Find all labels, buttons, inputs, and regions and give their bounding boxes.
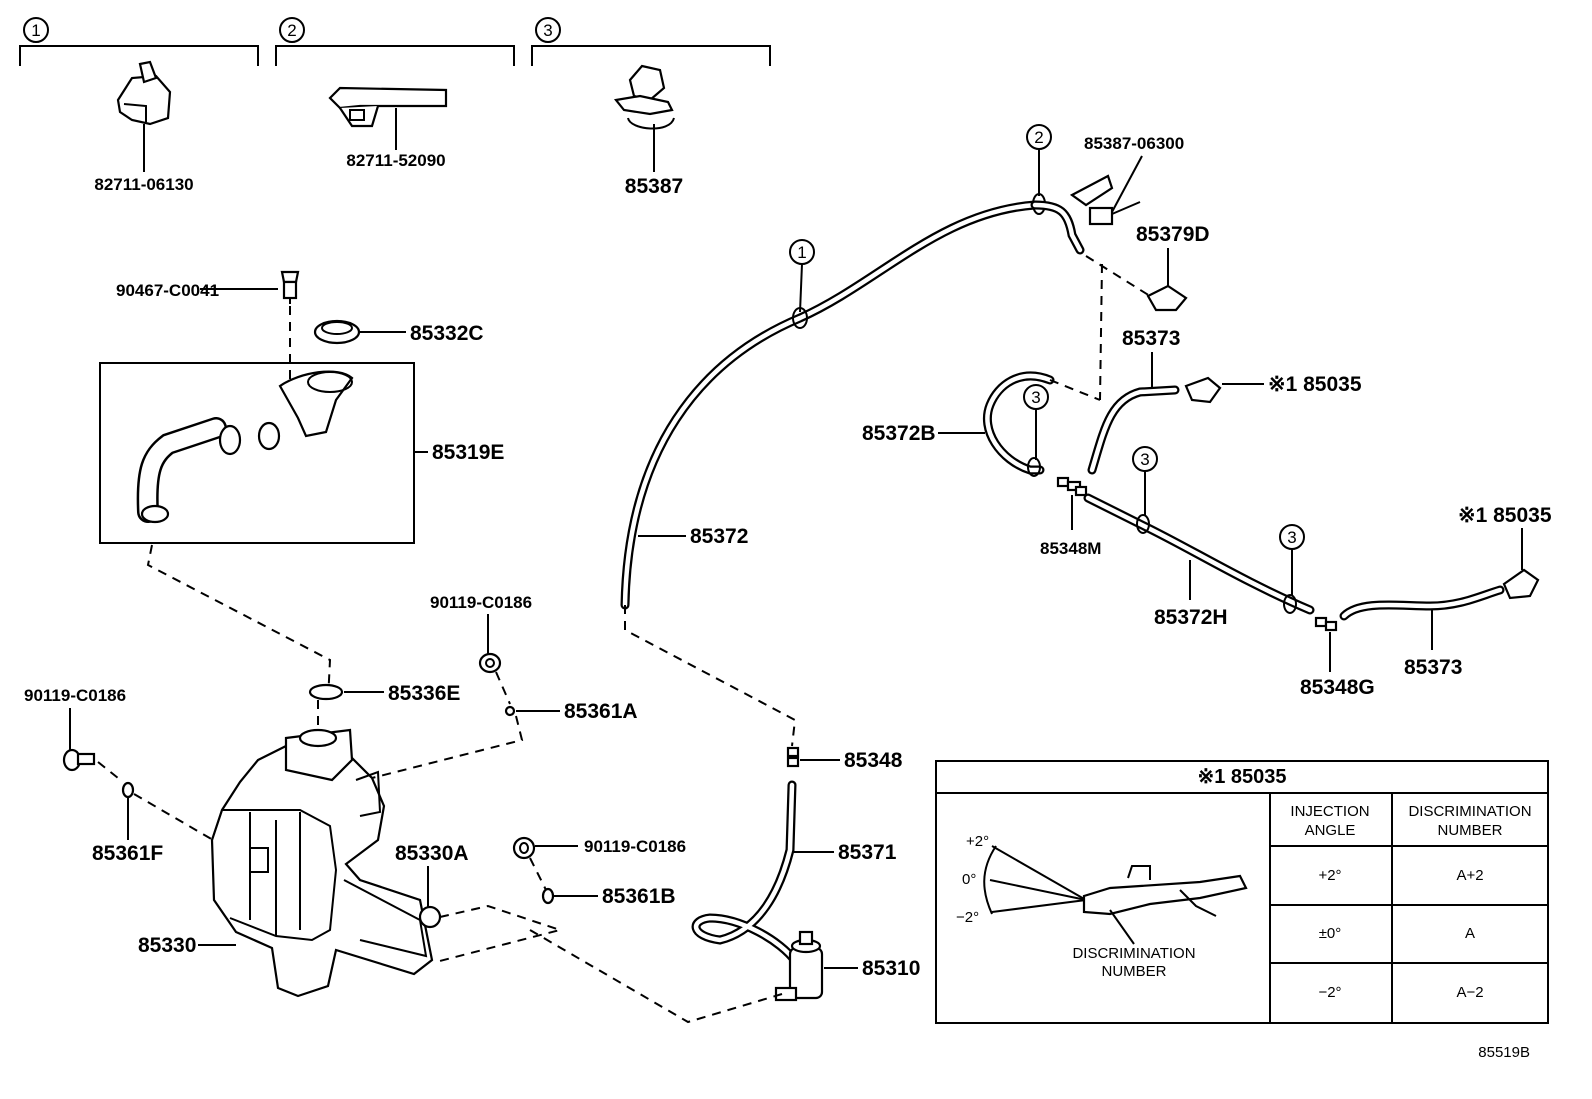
nozzle-85035-a [1184,376,1222,404]
part-label-85319e: 85319E [432,441,504,464]
clamp-3-a [1027,457,1041,477]
pump-85310 [774,930,824,1002]
part-label-90119-c0186-a: 90119-C0186 [430,593,532,612]
part-label-85348: 85348 [844,749,903,772]
part-label-85373-b: 85373 [1404,656,1462,679]
clamp-85387-icon [613,64,675,130]
clamp-3-b [1136,514,1150,534]
table-cell-disc: A−2 [1456,984,1483,1001]
part-label-90467-c0041: 90467-C0041 [116,281,219,300]
callout-3-c-number: 3 [1287,528,1296,547]
part-label-90119-c0186-b: 90119-C0186 [24,686,126,705]
callout-2-number: 2 [1034,128,1043,147]
col-header-injection-angle-l1: INJECTION [1290,803,1369,820]
clamp-group-2-number: 2 [287,21,296,40]
part-label-85361a: 85361A [564,700,638,723]
table-cell-disc: A+2 [1456,867,1483,884]
clamp-group-1-callout [23,17,49,43]
part-label-85371: 85371 [838,841,897,864]
gasket-85336e [308,683,344,701]
joint-85348g [1314,616,1338,632]
cap-85332c [313,319,361,345]
part-label-85330: 85330 [138,934,196,957]
part-label-85372: 85372 [690,525,748,548]
washer-tank-85330 [210,728,434,998]
clamp-group-3-number: 3 [543,21,552,40]
nozzle-angle-figure: +2° 0° −2° DISCRIMINATION NUMBER [956,833,1248,980]
part-label-85332c: 85332C [410,322,484,345]
part-label-85372b: 85372B [862,422,936,445]
part-label-85035-b: ※1 85035 [1458,504,1552,527]
figure-angle-zero: 0° [962,871,976,888]
part-label-85330a: 85330A [395,842,469,865]
nozzle-cap-85379d [1146,284,1188,312]
clamp-1-on-hose [792,307,808,329]
valve-85361f [121,781,135,799]
callout-3-a-number: 3 [1031,388,1040,407]
joint-85348 [786,746,800,768]
part-label-85310: 85310 [862,957,920,980]
grommet-90119-a [478,652,502,674]
clamp-82711-52090-icon [328,86,448,128]
part-label-85373-a: 85373 [1122,327,1180,350]
callout-3-b-number: 3 [1140,450,1149,469]
grommet-90119-b [62,748,96,772]
part-label-85035-a: ※1 85035 [1268,373,1362,396]
bolt-90467-c0041 [280,270,300,304]
col-header-discrimination-l2: NUMBER [1437,822,1502,839]
part-label-85348g: 85348G [1300,676,1375,699]
table-cell-angle: ±0° [1319,925,1342,942]
joint-85348m [1056,476,1088,497]
part-label-85387-06300: 85387-06300 [1084,134,1184,153]
part-label-90119-c0186-c: 90119-C0186 [584,837,686,856]
part-label-85336e: 85336E [388,682,460,705]
part-label-85348m: 85348M [1040,539,1101,558]
figure-angle-plus: +2° [966,833,989,850]
clamp-82711-06130-icon [116,60,172,126]
clamp-3-c [1283,594,1297,614]
figure-id: 85519B [1478,1044,1530,1061]
col-header-discrimination-l1: DISCRIMINATION [1408,803,1531,820]
figure-discrimination-label-l1: DISCRIMINATION [1072,945,1195,962]
part-label-82711-06130: 82711-06130 [94,175,193,194]
clamp-group-1-number: 1 [31,21,40,40]
table-title: ※1 85035 [1197,766,1286,788]
part-label-85361f: 85361F [92,842,163,865]
clamp-group-3-callout [535,17,561,43]
clamp-group-2: 2 82711-52090 [275,17,515,170]
part-label-82711-52090: 82711-52090 [346,151,445,170]
injection-angle-table: ※1 85035 INJECTION ANGLE DISCRIMINATION … [935,760,1549,1024]
part-label-85361b: 85361B [602,885,676,908]
nozzle-85035-b [1502,568,1540,600]
figure-discrimination-label-l2: NUMBER [1101,963,1166,980]
clip-85387-06300 [1088,201,1141,226]
table-cell-angle: +2° [1318,867,1341,884]
col-header-injection-angle-l2: ANGLE [1305,822,1356,839]
clamp-group-2-callout [279,17,305,43]
grommet-85330a [418,905,442,929]
part-label-85372h: 85372H [1154,606,1228,629]
table-cell-angle: −2° [1318,984,1341,1001]
figure-angle-minus: −2° [956,909,979,926]
grommet-90119-c [512,836,536,860]
filler-pipe-85319e [136,370,354,524]
valve-85361b [541,887,555,905]
valve-85361a [504,705,516,717]
hose-85373-b [1339,585,1505,621]
part-label-85379d: 85379D [1136,223,1210,246]
table-cell-disc: A [1465,925,1475,942]
part-label-85387: 85387 [625,175,683,198]
clamp-group-3: 3 85387 [531,17,771,198]
clamp-group-1: 1 82711-06130 [19,17,259,194]
callout-1-number: 1 [797,243,806,262]
